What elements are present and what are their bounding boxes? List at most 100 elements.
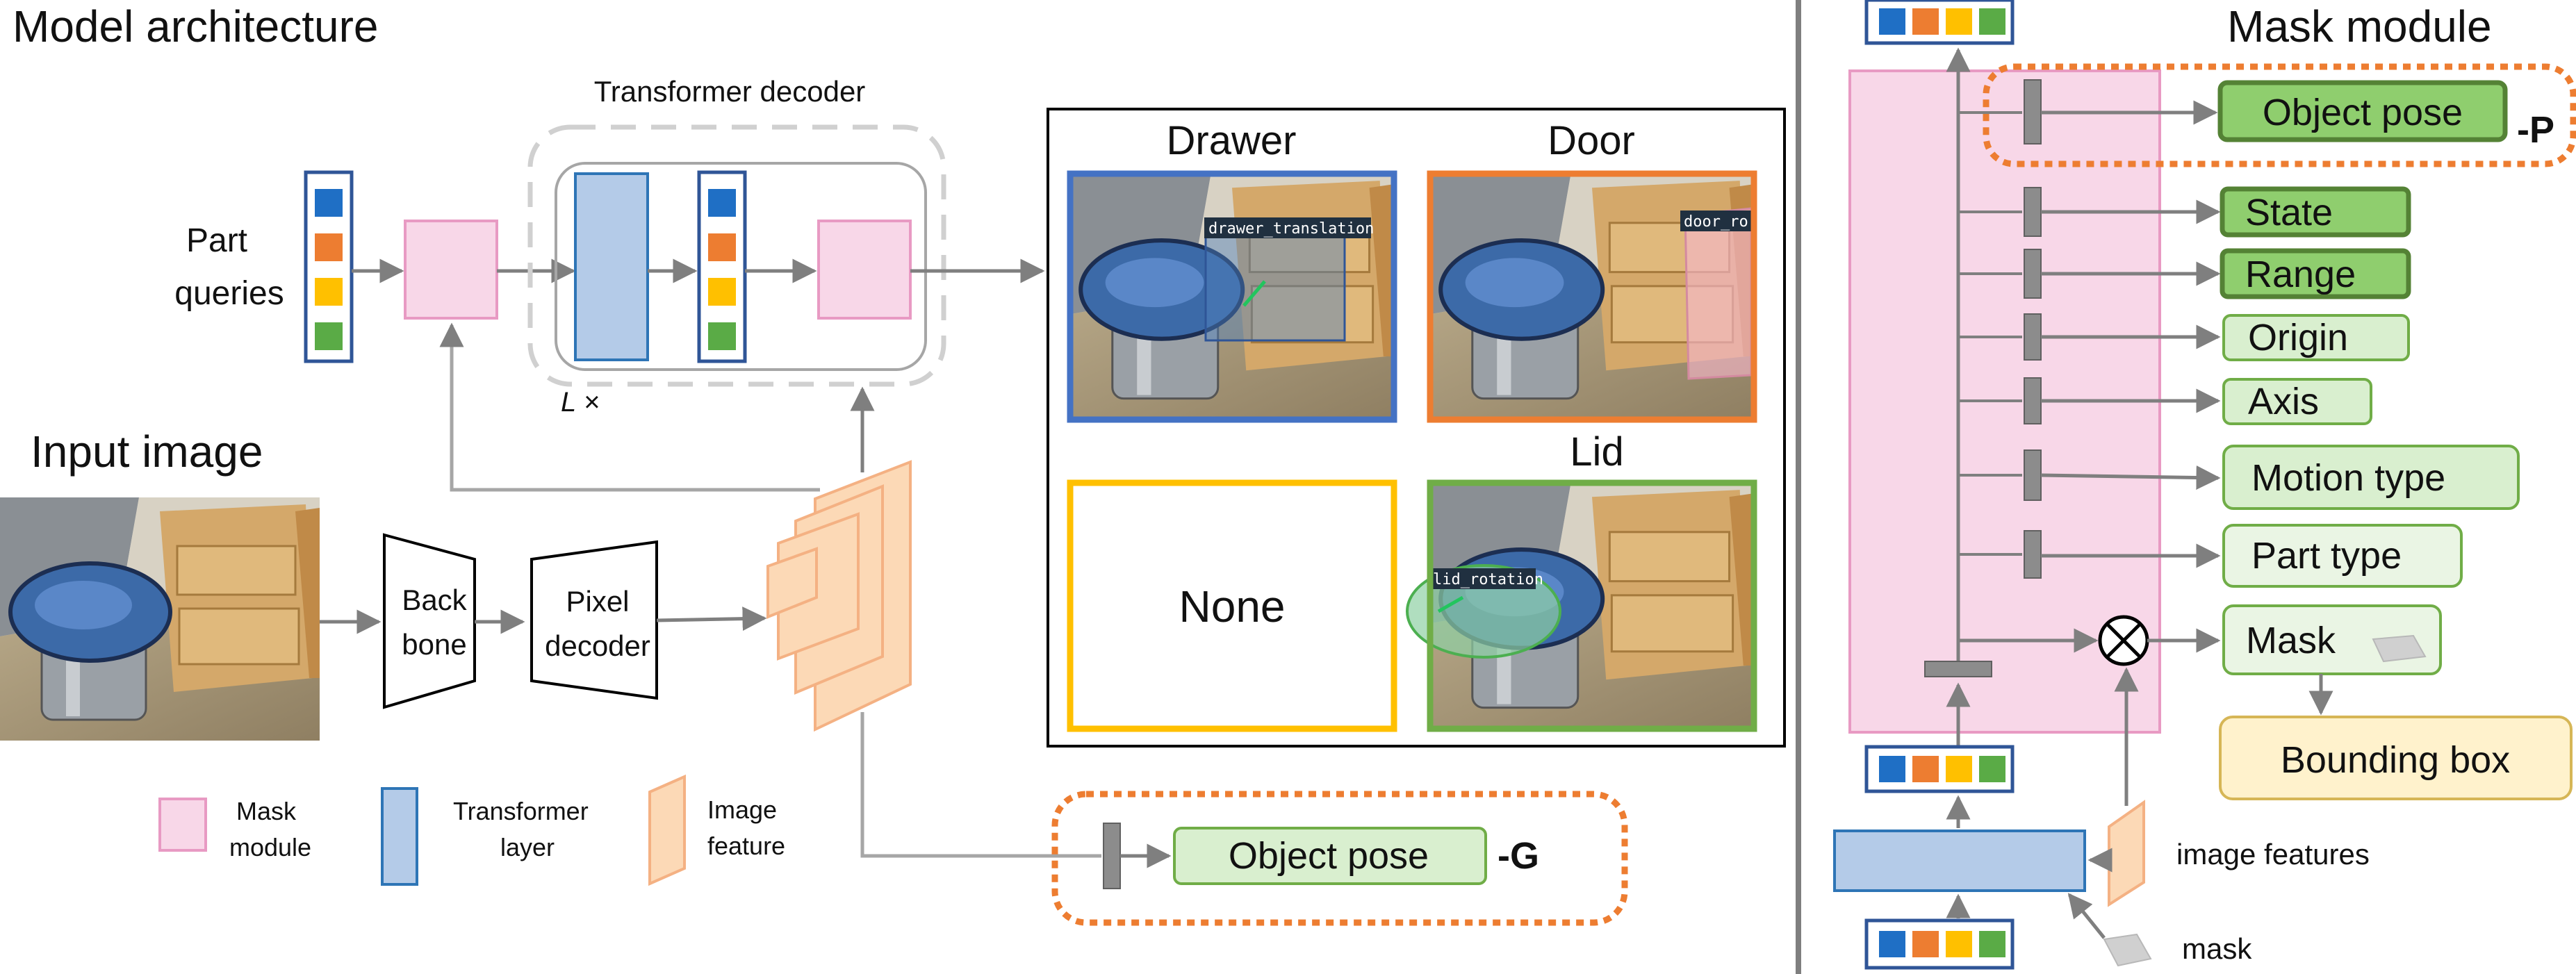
transformer-decoder-outer bbox=[527, 124, 946, 387]
backbone-label-1: Back bbox=[402, 584, 467, 616]
part-queries-label-1: Part bbox=[186, 222, 247, 259]
output-row-range: Range bbox=[1958, 248, 2411, 299]
legend-transformer-swatch bbox=[381, 787, 418, 886]
motion-type-box bbox=[2222, 445, 2520, 510]
range-label: Range bbox=[2245, 254, 2356, 295]
pose-p-dashed bbox=[1983, 63, 2576, 167]
query-swatch bbox=[708, 278, 736, 306]
decoder-queries-stack bbox=[697, 170, 747, 363]
object-pose-g-suffix: -G bbox=[1498, 835, 1539, 877]
legend-feature-label-1: Image bbox=[707, 795, 777, 824]
mask-module-mid-queries bbox=[1864, 745, 2015, 793]
query-swatch bbox=[315, 233, 343, 261]
query-swatch bbox=[708, 322, 736, 350]
query-swatch bbox=[1946, 931, 1972, 957]
input-image-label: Input image bbox=[31, 427, 263, 477]
query-swatch bbox=[1912, 931, 1939, 957]
motion-type-label: Motion type bbox=[2251, 457, 2445, 499]
output-row-mask: Mask bbox=[1958, 604, 2442, 716]
axis-label: Axis bbox=[2248, 381, 2319, 422]
query-swatch bbox=[1979, 8, 2005, 35]
query-swatch bbox=[1979, 931, 2005, 957]
state-label: State bbox=[2245, 192, 2333, 233]
mask-module-block bbox=[404, 220, 498, 320]
decoder-mask-module-block bbox=[817, 220, 912, 320]
query-swatch bbox=[1946, 756, 1972, 782]
layer-repeat-label: L × bbox=[561, 387, 600, 418]
query-swatch bbox=[1946, 8, 1972, 35]
door-tag: door_ro bbox=[1684, 213, 1748, 231]
part-queries-label-2: queries bbox=[174, 275, 284, 312]
query-swatch bbox=[1979, 756, 2005, 782]
part-type-label: Part type bbox=[2251, 535, 2402, 577]
object-pose-p-label: Object pose bbox=[2263, 92, 2463, 133]
query-swatch bbox=[315, 322, 343, 350]
part-queries-stack bbox=[304, 170, 354, 363]
bounding-box-label: Bounding box bbox=[2281, 739, 2510, 781]
mask-module-bottom-queries bbox=[1864, 918, 2015, 970]
legend-mask-swatch bbox=[158, 798, 207, 852]
query-swatch bbox=[708, 233, 736, 261]
door-title: Door bbox=[1548, 118, 1635, 163]
backbone-block bbox=[383, 533, 476, 709]
mask-output-thumbnail-icon bbox=[2372, 634, 2427, 663]
legend-feature-swatch bbox=[648, 774, 686, 886]
mask-module-top-queries bbox=[1864, 0, 2015, 45]
output-row-state: State bbox=[1958, 186, 2411, 238]
object-pose-p-suffix: -P bbox=[2517, 109, 2554, 151]
mask-input-icon bbox=[2103, 933, 2152, 967]
transformer-decoder-inner bbox=[555, 162, 927, 371]
drawer-title: Drawer bbox=[1167, 118, 1297, 163]
transformer-decoder-label: Transformer decoder bbox=[594, 75, 866, 108]
none-panel-border bbox=[1067, 479, 1397, 732]
output-row-motion-type: Motion type bbox=[1958, 445, 2520, 510]
mask-module-transformer-block bbox=[1833, 829, 2086, 892]
lid-tag: lid_rotation bbox=[1433, 571, 1543, 588]
lid-panel: lid_rotation bbox=[1406, 479, 1757, 732]
query-swatch bbox=[1912, 8, 1939, 35]
output-row-origin: Origin bbox=[1958, 313, 2410, 361]
left-title: Model architecture bbox=[13, 1, 378, 51]
object-pose-p-box bbox=[2217, 80, 2508, 142]
feedback-line-to-mask bbox=[439, 322, 820, 492]
drawer-panel: drawer_translation bbox=[1067, 170, 1397, 423]
legend-mask-label-1: Mask bbox=[236, 797, 297, 825]
query-swatch bbox=[315, 189, 343, 217]
object-pose-g-label: Object pose bbox=[1229, 835, 1429, 877]
pixel-decoder-block bbox=[530, 540, 658, 700]
query-swatch bbox=[1879, 756, 1905, 782]
query-swatch bbox=[1879, 931, 1905, 957]
drawer-panel-border bbox=[1067, 170, 1397, 423]
drawer-tag: drawer_translation bbox=[1208, 220, 1374, 238]
mask-input-label: mask bbox=[2182, 932, 2252, 965]
door-panel-border bbox=[1427, 170, 1757, 423]
transformer-layer-block bbox=[574, 172, 649, 361]
right-title: Mask module bbox=[2227, 1, 2492, 51]
mask-output-label: Mask bbox=[2246, 620, 2336, 661]
state-box bbox=[2220, 186, 2411, 238]
output-row-object-pose: Object pose -P bbox=[1958, 79, 2554, 151]
mask-module-image-feature bbox=[2108, 800, 2145, 907]
image-feature-stack bbox=[766, 460, 912, 732]
query-swatch bbox=[1912, 756, 1939, 782]
legend-transformer-label-2: layer bbox=[500, 833, 555, 861]
object-pose-g-box bbox=[1173, 827, 1487, 885]
pixel-decoder-label-2: decoder bbox=[545, 629, 650, 662]
query-swatch bbox=[708, 189, 736, 217]
backbone-label-2: bone bbox=[402, 628, 466, 661]
none-panel: None bbox=[1067, 479, 1397, 732]
legend-transformer-label-1: Transformer bbox=[453, 797, 589, 825]
output-row-part-type: Part type bbox=[1958, 524, 2463, 588]
legend-feature-label-2: feature bbox=[707, 832, 785, 860]
range-box bbox=[2220, 248, 2411, 299]
input-image bbox=[0, 497, 320, 741]
door-panel: door_ro bbox=[1427, 170, 1757, 423]
query-swatch bbox=[1879, 8, 1905, 35]
mask-module-pool-block bbox=[1924, 661, 1992, 677]
none-text: None bbox=[1179, 581, 1286, 632]
lid-panel-border bbox=[1427, 479, 1757, 732]
origin-box bbox=[2222, 314, 2410, 361]
part-type-box bbox=[2222, 524, 2463, 588]
output-row-axis: Axis bbox=[1958, 377, 2372, 425]
